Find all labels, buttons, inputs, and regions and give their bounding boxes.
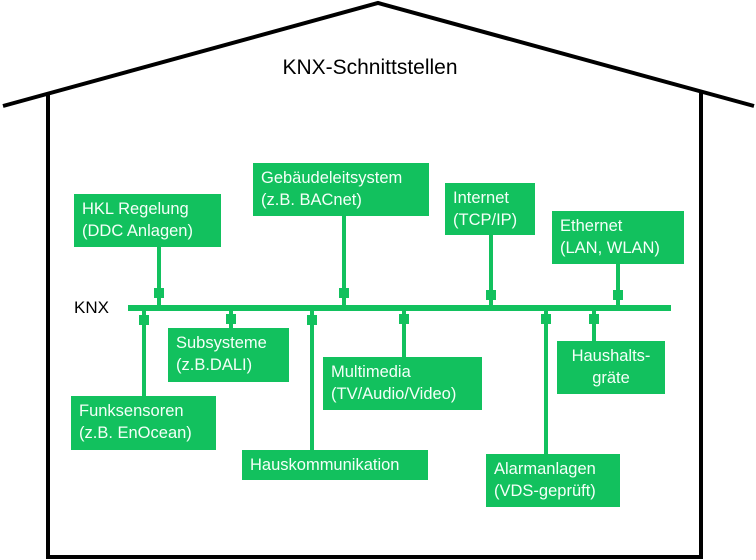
- node-subsysteme: Subsysteme (z.B.DALI): [168, 328, 289, 382]
- node-haushaltsgeraete: Haushalts- gräte: [557, 341, 665, 394]
- node-line: HKL Regelung: [82, 200, 189, 218]
- node-line: Funksensoren: [79, 402, 184, 420]
- node-line: Alarmanlagen: [494, 460, 596, 478]
- connector-ethernet: [613, 264, 623, 308]
- connector-subsysteme: [226, 308, 236, 328]
- node-line: (DDC Anlagen): [82, 222, 193, 240]
- node-gebaeudeleitsystem: Gebäudeleitsystem (z.B. BACnet): [253, 163, 429, 216]
- connector-internet: [486, 235, 496, 308]
- node-multimedia: Multimedia (TV/Audio/Video): [323, 357, 482, 410]
- knx-bus-label: KNX: [74, 298, 109, 317]
- node-hkl-regelung: HKL Regelung (DDC Anlagen): [74, 194, 221, 247]
- node-internet: Internet (TCP/IP): [445, 183, 535, 235]
- connector-multimedia: [399, 308, 409, 357]
- roof: [2, 0, 755, 108]
- node-line: (z.B.DALI): [176, 356, 253, 374]
- connector-hkl: [154, 247, 164, 308]
- node-line: (TV/Audio/Video): [331, 385, 457, 403]
- node-line: Gebäudeleitsystem: [261, 169, 403, 187]
- node-line: (TCP/IP): [453, 211, 518, 229]
- node-line: Subsysteme: [176, 334, 267, 352]
- node-line: (z.B. EnOcean): [79, 424, 192, 442]
- connector-haushalt: [589, 308, 599, 341]
- node-line: Ethernet: [560, 217, 623, 235]
- node-line: (VDS-geprüft): [494, 482, 596, 500]
- connector-gebaeude: [339, 216, 349, 308]
- connector-funk: [139, 308, 149, 396]
- node-line: Haushalts-: [571, 347, 651, 365]
- node-ethernet: Ethernet (LAN, WLAN): [552, 211, 684, 264]
- node-line: (z.B. BACnet): [261, 191, 362, 209]
- node-line: Multimedia: [331, 363, 411, 381]
- node-alarmanlagen: Alarmanlagen (VDS-geprüft): [486, 454, 620, 507]
- node-line: (LAN, WLAN): [560, 239, 660, 257]
- node-funksensoren: Funksensoren (z.B. EnOcean): [71, 396, 216, 450]
- connector-alarm: [541, 308, 551, 454]
- node-line: Internet: [453, 189, 509, 207]
- diagram-title: KNX-Schnittstellen: [282, 56, 458, 79]
- node-hauskommunikation: Hauskommunikation: [242, 450, 428, 480]
- connector-hauskomm: [307, 308, 317, 450]
- node-line: gräte: [592, 369, 630, 387]
- node-line: Hauskommunikation: [250, 456, 400, 474]
